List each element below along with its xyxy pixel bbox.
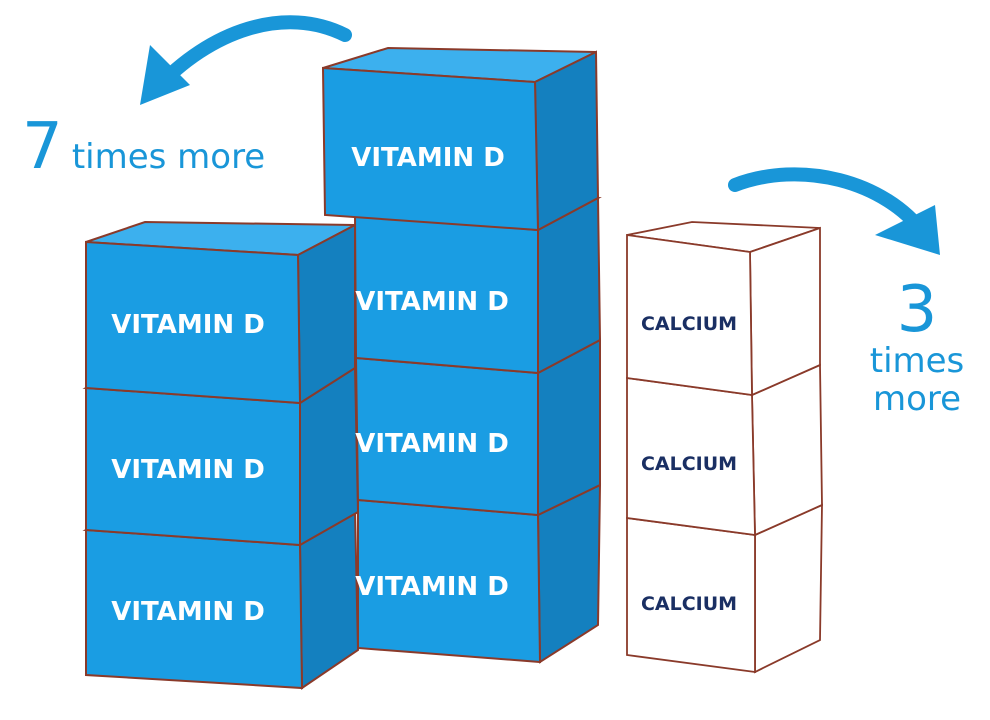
vitamin-d-label: VITAMIN D: [111, 597, 265, 627]
left-annotation: 7 times more: [22, 115, 265, 179]
vitamin-d-box: VITAMIN D: [353, 193, 602, 375]
right-multiplier-number: 3: [896, 273, 938, 347]
left-curved-arrow-icon: [148, 15, 352, 97]
calcium-box: CALCIUM: [626, 221, 821, 397]
vitamin-d-box: VITAMIN D: [321, 46, 600, 232]
left-arrowhead-icon: [140, 45, 190, 105]
right-multiplier-line2: more: [872, 379, 962, 419]
vitamin-d-label: VITAMIN D: [351, 143, 505, 173]
calcium-label: CALCIUM: [641, 453, 737, 475]
calcium-label: CALCIUM: [641, 313, 737, 335]
calcium-label: CALCIUM: [641, 593, 737, 615]
right-arrowhead-icon: [875, 205, 940, 255]
vitamin-d-label: VITAMIN D: [111, 455, 265, 485]
left-multiplier-number: 7: [22, 110, 63, 184]
right-annotation: 3 times more: [852, 278, 982, 418]
vitamin-d-label: VITAMIN D: [111, 310, 265, 340]
vitamin-d-label: VITAMIN D: [355, 429, 509, 459]
right-curved-arrow-icon: [728, 167, 932, 242]
vitamin-d-box: VITAMIN D: [85, 220, 356, 405]
vitamin-d-label: VITAMIN D: [355, 287, 509, 317]
left-multiplier-text: times more: [71, 137, 266, 177]
right-multiplier-line1: times: [869, 341, 965, 381]
vitamin-d-label: VITAMIN D: [355, 572, 509, 602]
